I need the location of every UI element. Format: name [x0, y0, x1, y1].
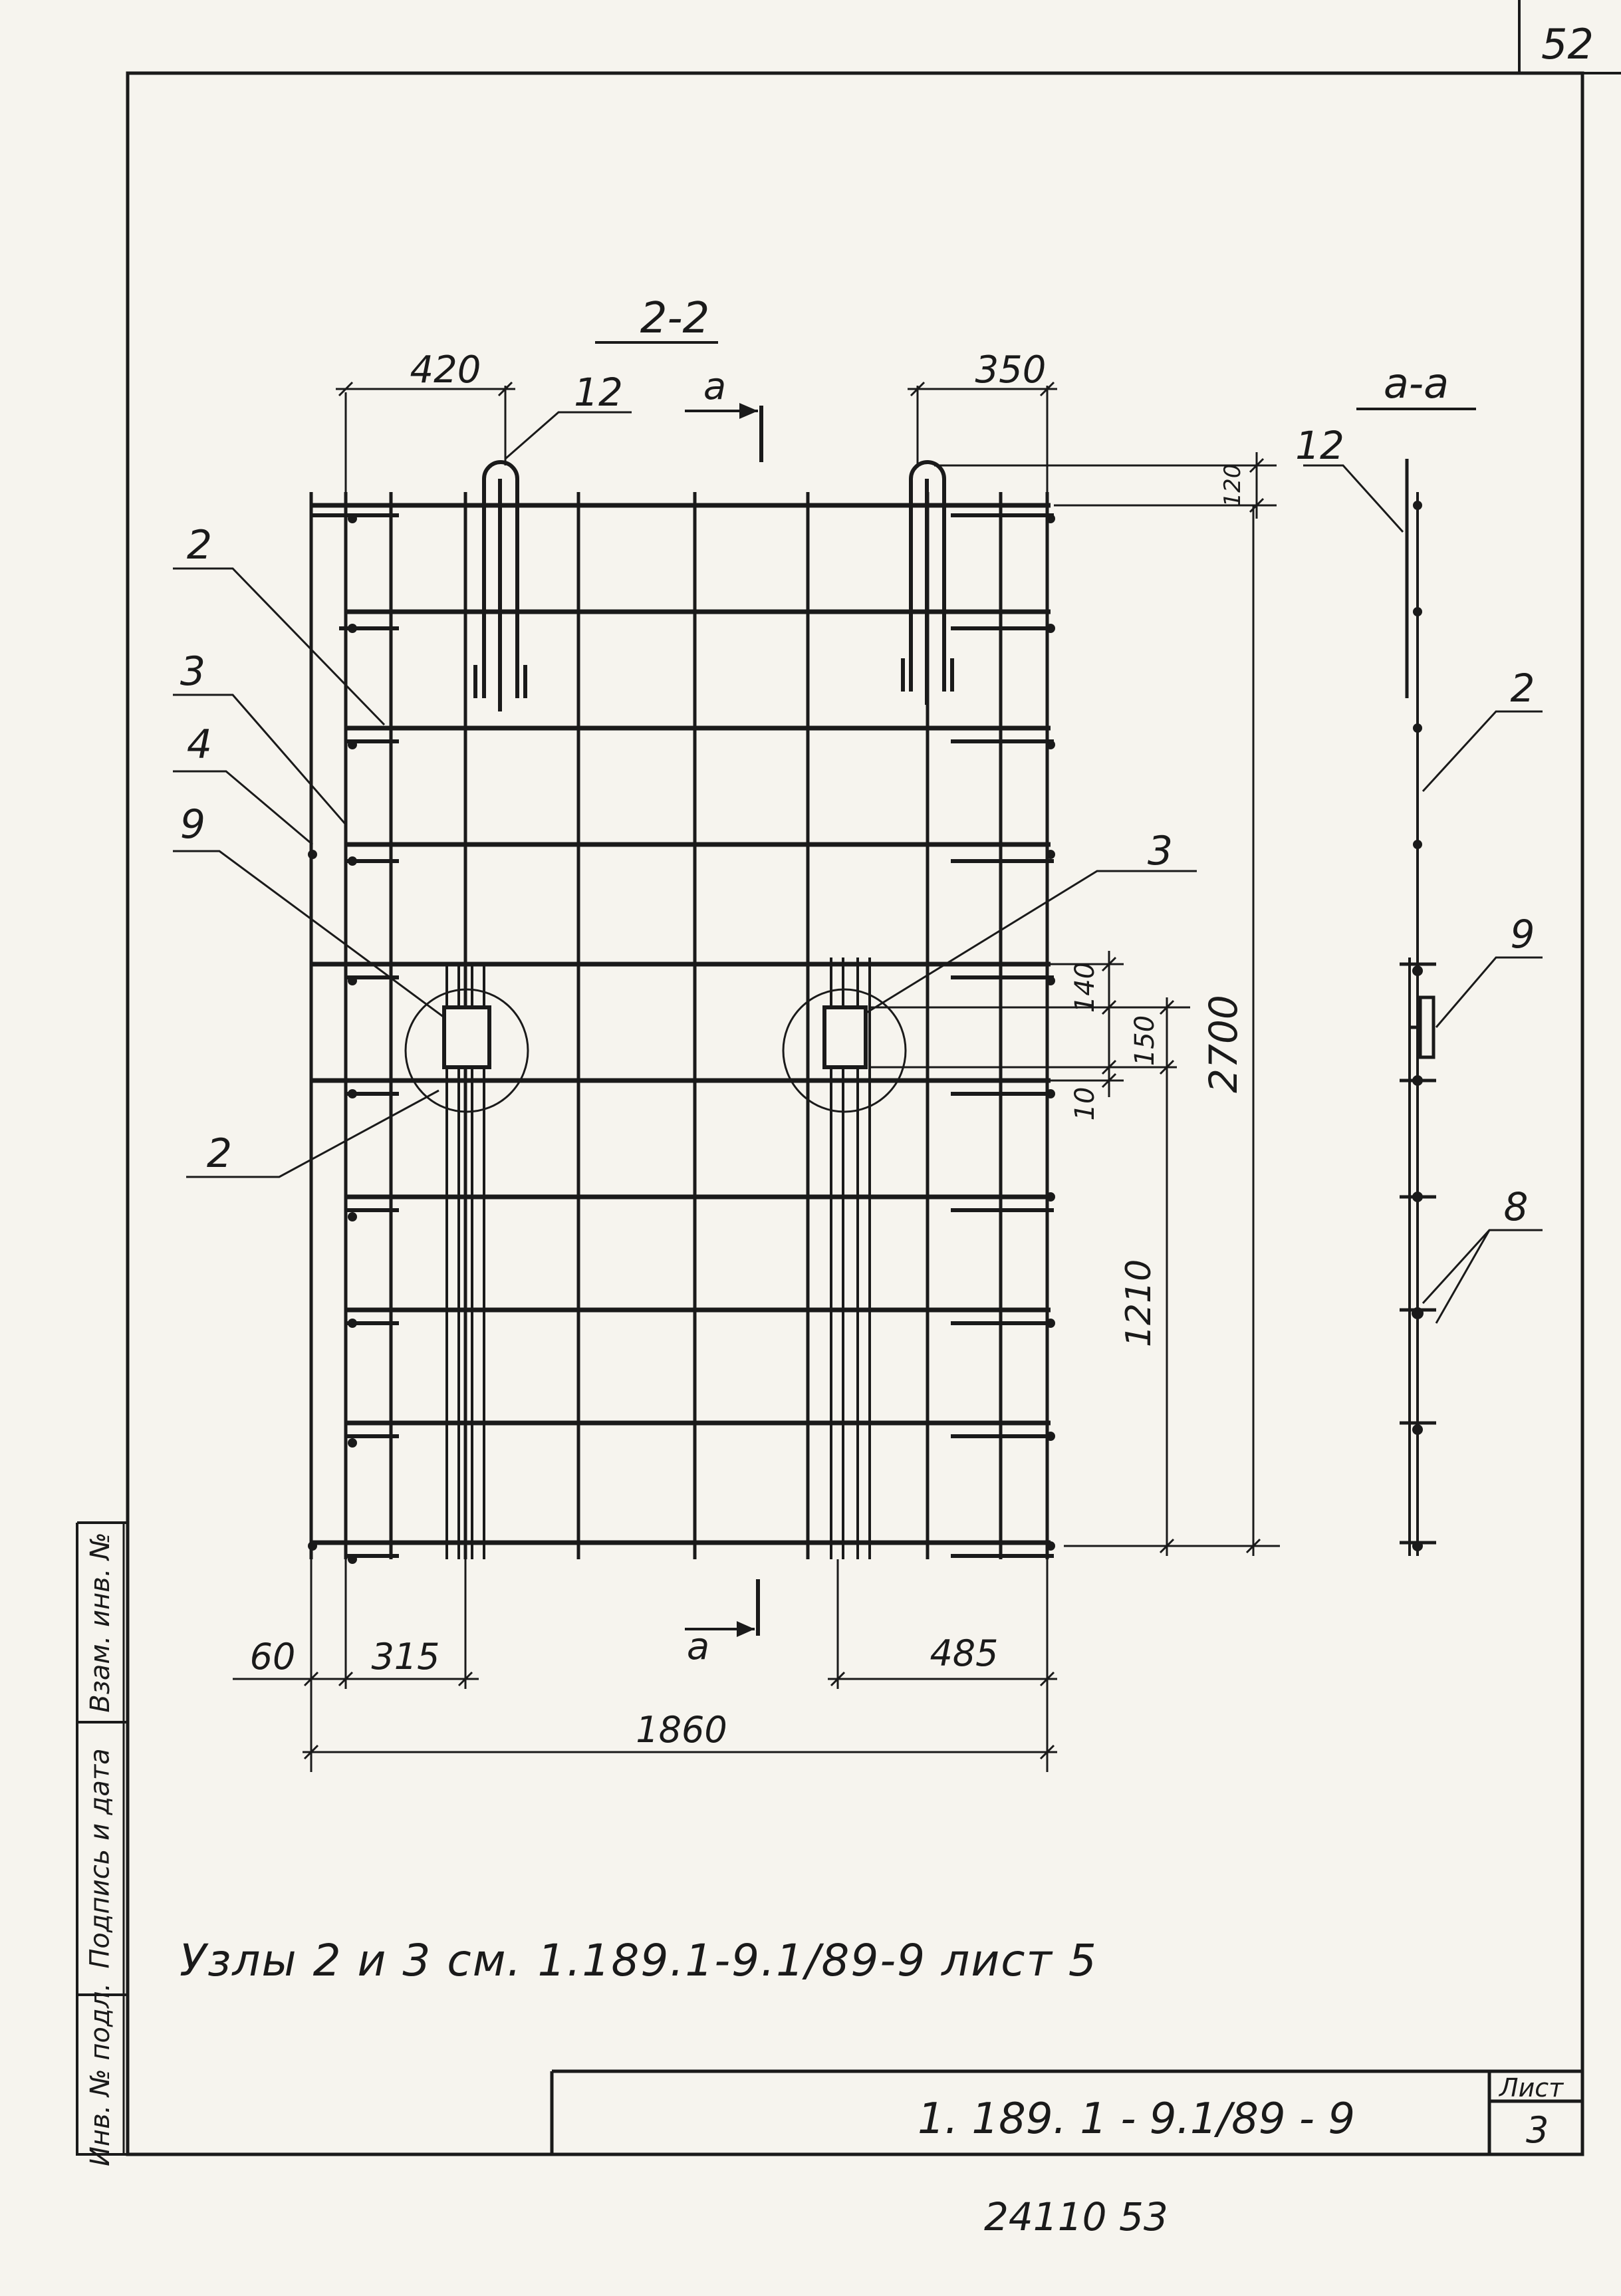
dim-315: 315 [371, 1636, 439, 1678]
section-a-a-title: a-a [1384, 359, 1449, 408]
aa-leader-12: 12 [1295, 423, 1344, 468]
sheet-number: 3 [1526, 2109, 1549, 2151]
nodes-reference-note: Узлы 2 и 3 см. 1.189.1-9.1/89-9 лист 5 [180, 1935, 1098, 1986]
diagram-labels: 2-2 a-a 420 350 120 2700 140 150 10 1210… [180, 294, 1535, 1751]
dim-150: 150 [1130, 1015, 1160, 1066]
leader-9-left: 9 [180, 801, 205, 848]
dim-1210: 1210 [1119, 1259, 1159, 1347]
frame-border [126, 71, 1584, 2156]
leader-3-left: 3 [180, 648, 205, 695]
corner-box [1518, 0, 1621, 74]
weld-dots [308, 514, 1055, 1564]
leader-2-upper: 2 [187, 522, 212, 569]
document-code: 1. 189. 1 - 9.1/89 - 9 [918, 2095, 1356, 2144]
archive-code: 24110 53 [984, 2194, 1168, 2239]
dim-2700: 2700 [1201, 995, 1246, 1093]
leader-lines [173, 411, 1197, 1178]
side-stamp-frame [76, 1521, 128, 2156]
dim-1860: 1860 [636, 1709, 727, 1751]
leader-4: 4 [187, 721, 212, 768]
cut-mark-top: a [703, 365, 726, 408]
dim-140: 140 [1070, 962, 1100, 1013]
dim-120: 120 [1219, 464, 1246, 507]
dimension-lines [233, 381, 1280, 1772]
aa-leader-8: 8 [1504, 1184, 1529, 1229]
cut-mark-bottom: a [687, 1625, 709, 1668]
embedded-plates [404, 988, 907, 1113]
cut-marks [685, 403, 763, 1637]
leader-2-lower: 2 [207, 1130, 232, 1177]
dim-350: 350 [975, 348, 1047, 392]
dim-485: 485 [930, 1632, 998, 1674]
title-underlines [595, 341, 1476, 410]
dim-10: 10 [1070, 1087, 1100, 1121]
side-stamp-signature-date: Подпись и дата [85, 1748, 116, 1969]
dim-420: 420 [410, 348, 481, 392]
sheet-label: Лист [1499, 2073, 1564, 2103]
vertical-bars [309, 492, 1049, 1559]
side-stamp-replacement: Взам. инв. № [85, 1532, 116, 1713]
side-stamp-original-inv: Инв. № подл. [85, 1983, 116, 2166]
aa-leader-9: 9 [1511, 912, 1535, 957]
section-2-2-grid [308, 460, 1055, 1564]
horizontal-bars [311, 503, 1051, 1545]
leader-3-right: 3 [1148, 828, 1173, 874]
aa-leader-2: 2 [1511, 666, 1535, 711]
sheet-corner-number: 52 [1541, 20, 1594, 68]
leader-12-left: 12 [574, 370, 623, 415]
dim-60: 60 [250, 1636, 296, 1678]
title-block-frame [550, 2069, 1582, 2154]
lifting-loops [473, 460, 954, 711]
section-2-2-title: 2-2 [640, 294, 710, 343]
section-a-a-view [1303, 459, 1543, 1556]
